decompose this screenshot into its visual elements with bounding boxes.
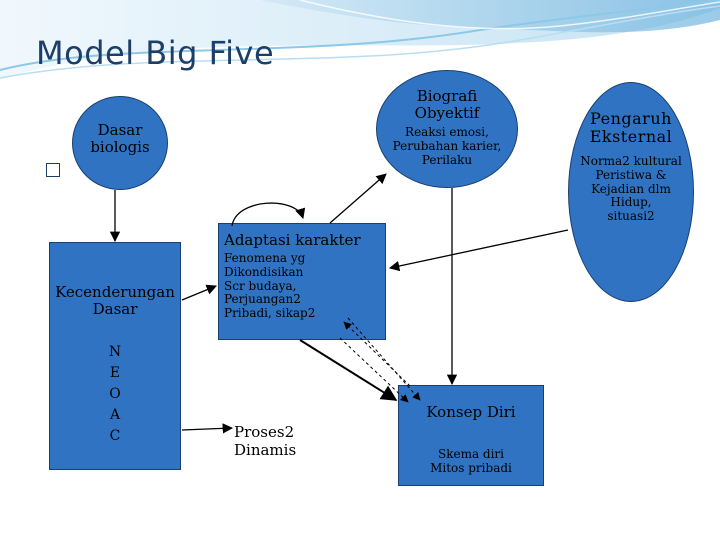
neoac-letters: N E O A C bbox=[49, 342, 181, 447]
konsep-diri-node bbox=[398, 385, 544, 486]
pengaruh-eksternal-detail: Norma2 kultural Peristiwa & Kejadian dlm… bbox=[580, 154, 682, 224]
proses-dinamis-label: Proses2 Dinamis bbox=[234, 423, 297, 459]
trait-letter: C bbox=[109, 428, 121, 444]
konsep-diri-title: Konsep Diri bbox=[426, 403, 516, 421]
arrow-adaptasi-to-biografi bbox=[329, 173, 387, 224]
self-loop-adaptasi bbox=[231, 202, 306, 227]
slide-title: Model Big Five bbox=[36, 34, 275, 72]
kecenderungan-dasar-node bbox=[49, 242, 181, 470]
arrow-pengaruh-to-adaptasi bbox=[388, 229, 569, 272]
dotted-arrow-konsep-to-adaptasi bbox=[343, 321, 411, 387]
arrow-kecenderungan-to-adaptasi bbox=[181, 284, 217, 301]
pengaruh-eksternal-node bbox=[568, 82, 694, 302]
trait-letter: E bbox=[109, 365, 121, 381]
adaptasi-karakter-node bbox=[218, 223, 386, 340]
arrow-kecenderungan-to-proses bbox=[181, 423, 234, 434]
dotted-arrow-adaptasi-to-konsep-2 bbox=[347, 317, 421, 401]
trait-letter: O bbox=[109, 386, 121, 402]
adaptasi-karakter-detail: Fenomena yg Dikondisikan Scr budaya, Per… bbox=[224, 251, 316, 321]
konsep-diri-detail: Skema diri Mitos pribadi bbox=[430, 447, 512, 475]
arrow-adaptasi-to-konsep bbox=[299, 339, 398, 401]
trait-letter: A bbox=[109, 407, 121, 423]
dasar-biologis-node bbox=[72, 96, 168, 190]
biografi-obyektif-node bbox=[376, 70, 518, 188]
kecenderungan-dasar-title: Kecenderungan Dasar bbox=[55, 283, 175, 319]
pengaruh-eksternal-title: Pengaruh Eksternal bbox=[589, 109, 673, 147]
biografi-obyektif-detail: Reaksi emosi, Perubahan karier, Perilaku bbox=[392, 125, 502, 167]
placeholder-square-icon bbox=[46, 163, 60, 177]
dasar-biologis-label: Dasar biologis bbox=[90, 121, 150, 157]
dotted-arrow-adaptasi-to-konsep bbox=[339, 337, 409, 403]
biografi-obyektif-title: Biografi Obyektif bbox=[414, 87, 480, 123]
adaptasi-karakter-title: Adaptasi karakter bbox=[224, 231, 361, 249]
trait-letter: N bbox=[108, 344, 122, 360]
